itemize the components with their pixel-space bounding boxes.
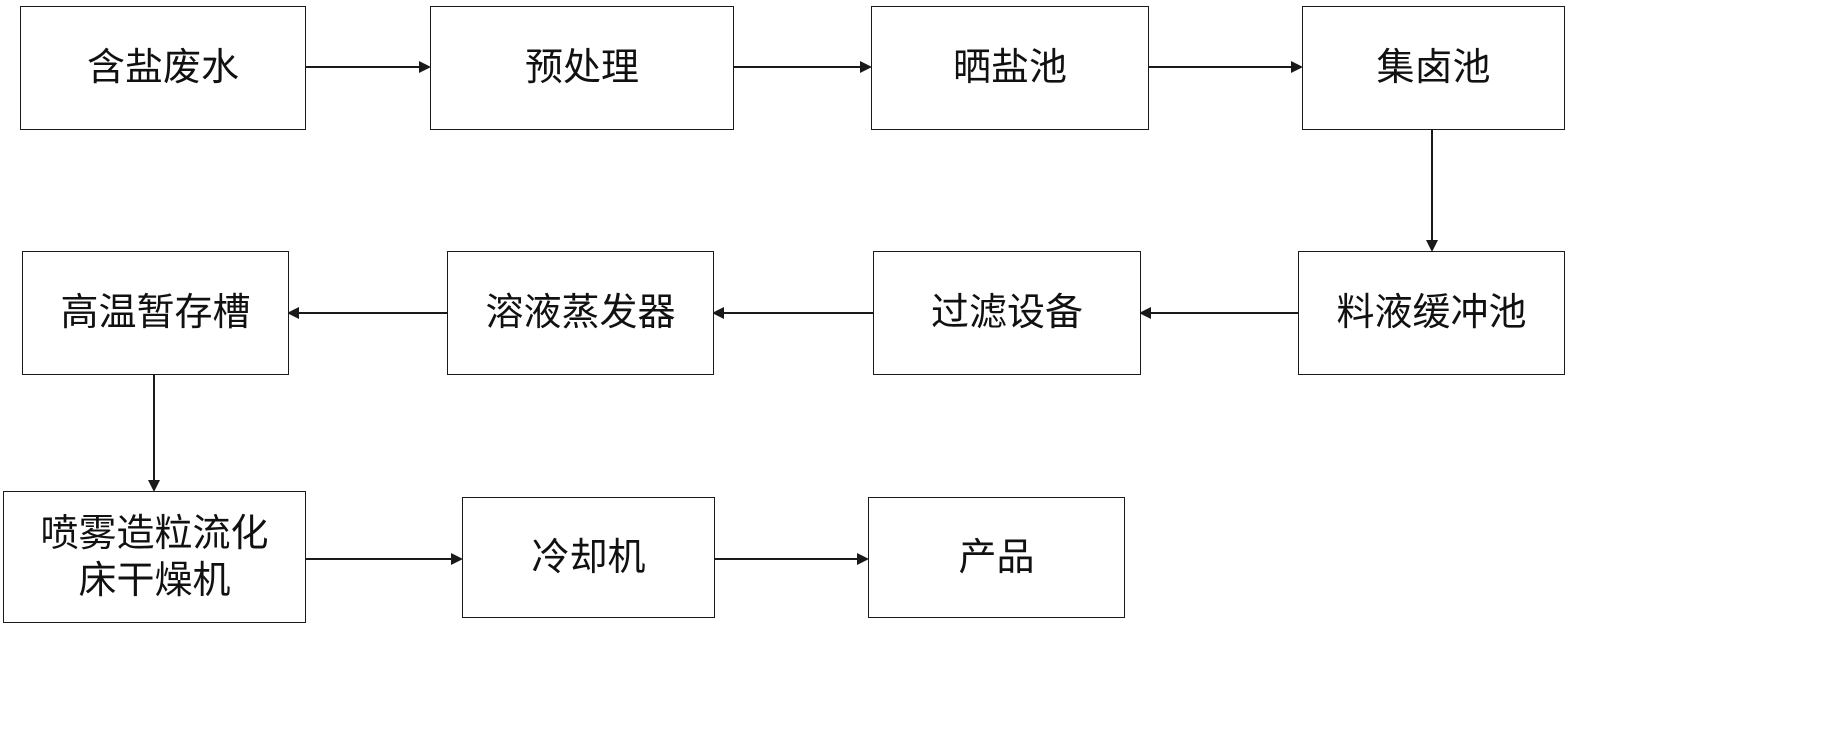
node-feed-buffer-tank: 料液缓冲池 <box>1298 251 1565 375</box>
node-brine-pool: 集卤池 <box>1302 6 1565 130</box>
node-label: 集卤池 <box>1376 45 1491 90</box>
node-cooler: 冷却机 <box>462 497 715 618</box>
flow-diagram: 含盐废水 预处理 晒盐池 集卤池 高温暂存槽 溶液蒸发器 过滤设备 料液缓冲池 … <box>3 6 1565 623</box>
node-label: 产品 <box>958 534 1035 579</box>
node-pretreatment: 预处理 <box>430 6 734 130</box>
node-solution-evaporator: 溶液蒸发器 <box>447 251 714 375</box>
node-evaporation-pond: 晒盐池 <box>871 6 1149 130</box>
node-label: 高温暂存槽 <box>60 290 251 335</box>
node-label-line2: 床干燥机 <box>78 558 231 602</box>
node-label: 晒盐池 <box>952 45 1067 90</box>
node-filtration-equipment: 过滤设备 <box>873 251 1141 375</box>
node-product: 产品 <box>868 497 1125 618</box>
node-label: 溶液蒸发器 <box>485 290 676 335</box>
node-high-temp-storage-tank: 高温暂存槽 <box>22 251 289 375</box>
node-label-line1: 喷雾造粒流化 <box>40 510 269 555</box>
node-spray-granulation-fluidized-bed-dryer: 喷雾造粒流化 床干燥机 <box>3 491 306 623</box>
node-label: 料液缓冲池 <box>1336 290 1527 335</box>
node-label: 过滤设备 <box>930 290 1083 335</box>
node-saline-wastewater: 含盐废水 <box>20 6 306 130</box>
flow-arrows <box>148 61 1438 565</box>
node-label: 冷却机 <box>531 534 646 579</box>
node-label: 含盐废水 <box>86 45 239 90</box>
node-label: 预处理 <box>524 45 639 90</box>
